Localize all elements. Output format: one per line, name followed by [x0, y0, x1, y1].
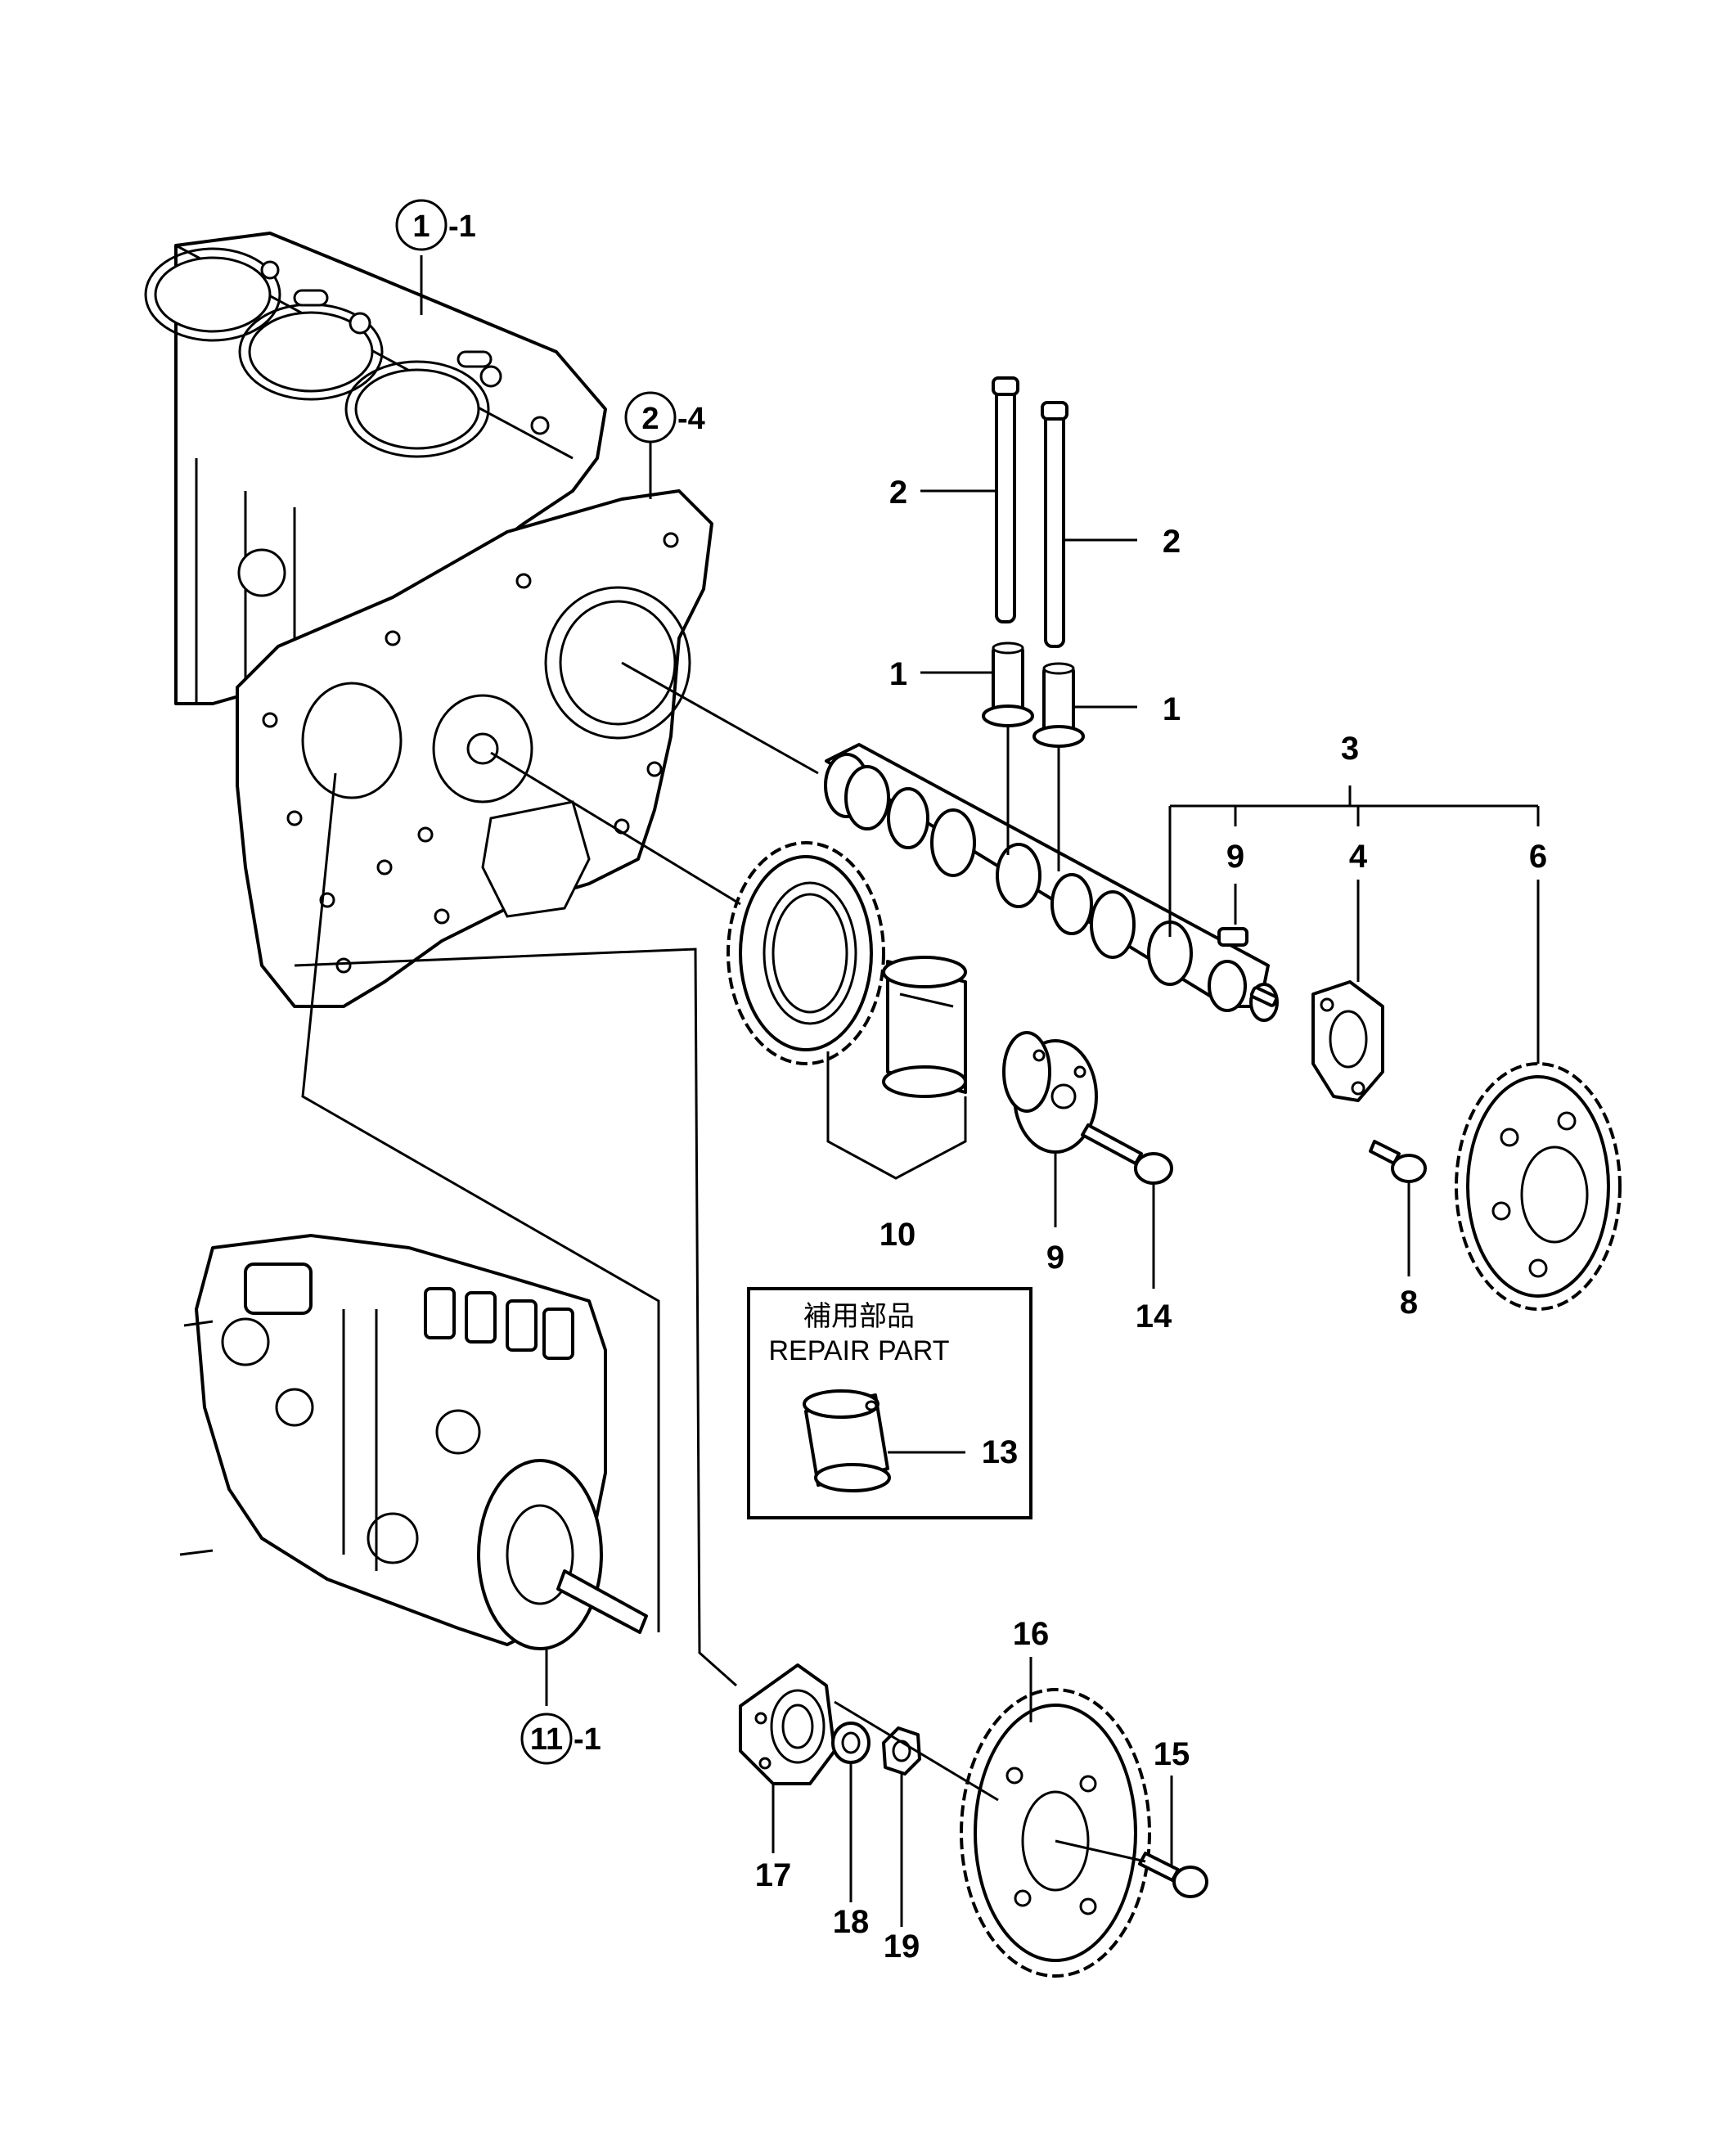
callout-19: 19 — [884, 1929, 920, 1965]
repair-bushing — [803, 1389, 891, 1492]
svg-text:-1: -1 — [448, 209, 476, 244]
svg-text:11: 11 — [530, 1722, 563, 1757]
tappet-right — [1032, 662, 1085, 748]
idler-shaft — [1002, 1031, 1098, 1154]
callout-14: 14 — [1136, 1299, 1172, 1335]
tappet-left — [982, 641, 1034, 727]
callout-18: 18 — [833, 1904, 870, 1940]
bolt-thrust-plate — [1369, 1140, 1427, 1183]
pump-gear-hub — [739, 1663, 836, 1785]
gear-case-plate — [236, 489, 713, 1008]
callout-16: 16 — [1013, 1616, 1050, 1652]
callout-10: 10 — [879, 1217, 916, 1253]
thrust-plate — [1311, 980, 1384, 1102]
callout-17: 17 — [755, 1857, 792, 1893]
leader-lines — [294, 255, 1540, 1927]
callout-4: 4 — [1349, 839, 1368, 875]
bolt-idler-shaft — [1081, 1123, 1173, 1185]
callout-3: 3 — [1341, 731, 1359, 767]
callout-1-left: 1 — [889, 656, 907, 692]
callout-labels: 2 2 1 1 3 9 4 6 10 9 14 8 13 16 15 17 18… — [755, 475, 1547, 1965]
repair-box-title-jp: 補用部品 — [803, 1301, 915, 1332]
injection-pump — [179, 1234, 648, 1650]
nut — [882, 1726, 921, 1776]
callout-2-right: 2 — [1163, 524, 1181, 560]
callout-2-left: 2 — [889, 475, 907, 511]
camshaft-gear — [1455, 1062, 1622, 1311]
circled-ref-2: 2 -4 — [624, 391, 705, 443]
spring-washer — [831, 1722, 870, 1764]
push-rod-left — [992, 376, 1019, 623]
idler-bushing — [882, 956, 967, 1098]
push-rod-right — [1041, 401, 1068, 648]
circled-ref-1: 1 -1 — [395, 199, 476, 251]
svg-text:-1: -1 — [574, 1722, 601, 1757]
repair-part-box: 補用部品 REPAIR PART — [747, 1287, 1032, 1519]
callout-1-right: 1 — [1163, 691, 1181, 727]
svg-text:-4: -4 — [677, 402, 705, 436]
svg-text:1: 1 — [412, 209, 430, 244]
callout-13: 13 — [982, 1434, 1019, 1470]
cylinder-block — [144, 232, 607, 705]
svg-text:2: 2 — [641, 402, 659, 436]
callout-6: 6 — [1529, 839, 1547, 875]
idler-gear — [727, 841, 885, 1065]
bolt-pump-gear — [1138, 1852, 1208, 1898]
circled-ref-11: 11 -1 — [520, 1713, 601, 1765]
callout-9: 9 — [1046, 1240, 1064, 1276]
repair-box-title-en: REPAIR PART — [768, 1335, 949, 1366]
camshaft — [824, 743, 1279, 1022]
pump-drive-gear — [960, 1688, 1151, 1978]
callout-7: 9 — [1226, 839, 1244, 875]
key — [1217, 927, 1248, 947]
callout-15: 15 — [1154, 1736, 1190, 1772]
callout-8: 8 — [1400, 1285, 1418, 1321]
